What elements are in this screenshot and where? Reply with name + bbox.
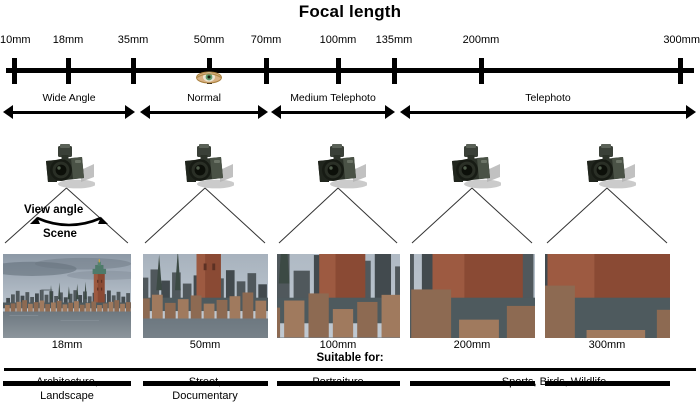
scene-bar-4	[410, 381, 535, 386]
camera-icon	[46, 144, 96, 189]
axis-line	[6, 68, 694, 73]
view-angle-label: View angle	[24, 204, 84, 216]
camera-icon	[185, 144, 235, 189]
arrow-right-icon	[385, 105, 395, 119]
axis-tick-label: 100mm	[319, 34, 357, 46]
view-angle-cone-4	[408, 138, 536, 253]
category-wide-angle: Wide Angle	[3, 92, 135, 121]
photo-caption-300mm: 300mm	[588, 339, 626, 351]
scene-bar-2	[143, 381, 268, 386]
axis-tick-135mm	[392, 58, 397, 84]
suitable-cell-1: Architecture, Landscape	[36, 376, 98, 402]
axis-tick-label: 18mm	[52, 34, 84, 46]
view-angle-arc-icon	[30, 216, 108, 227]
arrow-right-icon	[686, 105, 696, 119]
sample-photo-50mm	[143, 254, 268, 338]
scene-bar-5	[545, 381, 670, 386]
camera-icon	[318, 144, 368, 189]
sample-photo-200mm	[410, 254, 535, 338]
camera-diagram-row	[0, 138, 700, 386]
axis-tick-200mm	[479, 58, 484, 84]
photo-caption-200mm: 200mm	[453, 339, 491, 351]
category-bar	[11, 111, 127, 114]
photo-caption-100mm: 100mm	[319, 339, 357, 351]
axis-tick-18mm	[66, 58, 71, 84]
page-title: Focal length	[298, 2, 402, 21]
arrow-right-icon	[258, 105, 268, 119]
suitable-cell-4: Sports, Birds, Wildlife	[501, 376, 607, 388]
axis-tick-35mm	[131, 58, 136, 84]
camera-icon-4	[443, 144, 502, 190]
axis-tick-label: 10mm	[0, 34, 31, 46]
photo-caption-50mm: 50mm	[189, 339, 221, 351]
axis-tick-300mm	[678, 58, 683, 84]
scene-bar-3	[277, 381, 400, 386]
category-label: Medium Telephoto	[290, 92, 376, 104]
arrow-left-icon	[140, 105, 150, 119]
camera-icon-5	[578, 144, 637, 190]
sample-photo-18mm	[3, 254, 131, 338]
category-label: Telephoto	[525, 92, 571, 104]
category-label: Wide Angle	[42, 92, 96, 104]
axis-tick-70mm	[264, 58, 269, 84]
camera-icon-3	[309, 144, 368, 190]
view-angle-cone-1	[1, 138, 132, 253]
eye-icon	[196, 71, 222, 84]
category-bar	[148, 111, 260, 114]
category-label: Normal	[187, 92, 221, 104]
category-normal: Normal	[140, 92, 268, 121]
view-angle-cone-5	[543, 138, 671, 253]
arrow-right-icon	[125, 105, 135, 119]
suitable-for-heading: Suitable for:	[316, 352, 384, 364]
arrow-left-icon	[400, 105, 410, 119]
arrow-left-icon	[271, 105, 281, 119]
view-angle-cone-2	[141, 138, 269, 253]
axis-tick-label: 50mm	[193, 34, 225, 46]
camera-icon-2	[176, 144, 235, 190]
scene-label: Scene	[43, 228, 77, 240]
suitable-cell-3: Portraiture	[312, 376, 364, 388]
sample-photo-100mm	[277, 254, 400, 338]
scene-bar-1	[3, 381, 131, 386]
suitable-for-divider	[4, 368, 696, 371]
axis-tick-label: 35mm	[117, 34, 149, 46]
view-angle-cone-3	[275, 138, 401, 253]
photo-caption-18mm: 18mm	[51, 339, 83, 351]
camera-icon-1	[37, 144, 96, 190]
axis-tick-10mm	[12, 58, 17, 84]
axis-tick-50mm	[207, 58, 212, 84]
arrow-left-icon	[3, 105, 13, 119]
sample-photo-300mm	[545, 254, 670, 338]
camera-icon	[587, 144, 637, 189]
axis-tick-label: 135mm	[375, 34, 413, 46]
axis-tick-label: 70mm	[250, 34, 282, 46]
axis-tick-100mm	[336, 58, 341, 84]
axis-tick-label: 200mm	[462, 34, 500, 46]
category-telephoto: Telephoto	[400, 92, 696, 121]
axis-tick-label: 300mm	[663, 34, 700, 46]
category-bar	[279, 111, 387, 114]
camera-icon	[452, 144, 502, 189]
category-medium-telephoto: Medium Telephoto	[271, 92, 395, 121]
suitable-cell-2: Street, Documentary	[172, 376, 238, 402]
category-bar	[408, 111, 688, 114]
